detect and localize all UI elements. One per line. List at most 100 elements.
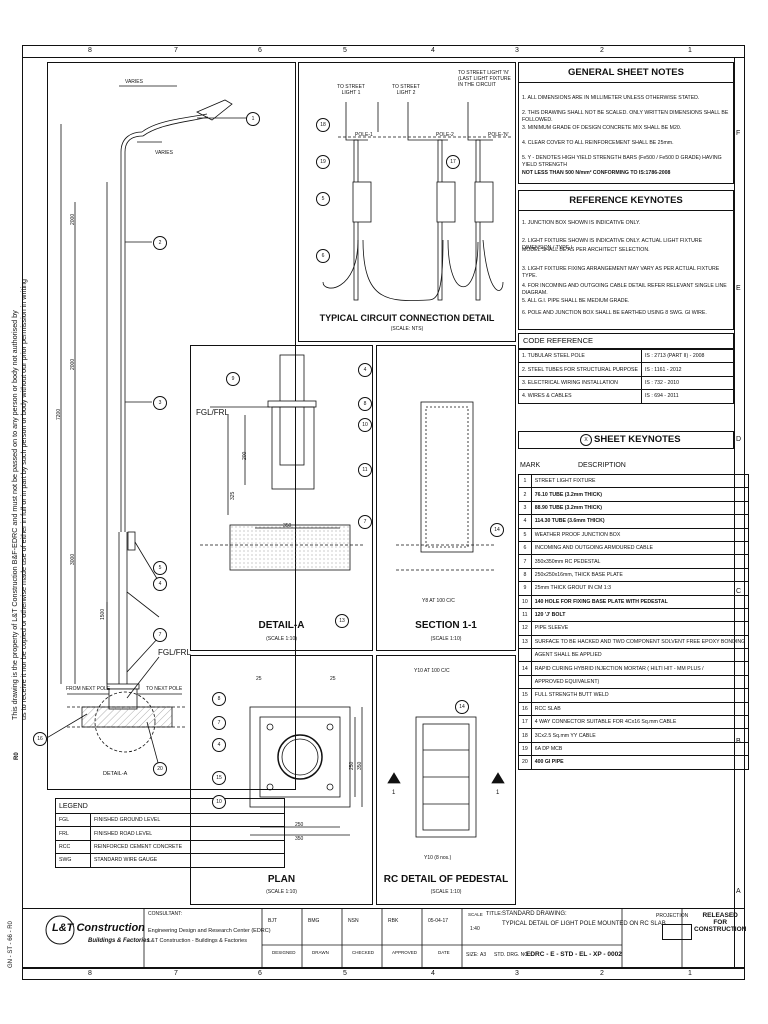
rc-mark-left: 1	[392, 790, 396, 796]
company-tagline: Buildings & Factories	[88, 938, 150, 944]
sheet-keynote-desc: 250x250x16mm, THICK BASE PLATE	[530, 567, 750, 583]
drawn-by: BMG	[308, 918, 320, 924]
to-next-pole: TO NEXT POLE	[146, 686, 183, 692]
sheet-keynote-desc: 120 'J' BOLT	[530, 607, 750, 623]
detail-a-panel	[190, 345, 373, 651]
elevation-varies-top: VARIES	[125, 79, 143, 85]
sheet-keynote-desc: 140 HOLE FOR FIXING BASE PLATE WITH PEDE…	[530, 594, 750, 609]
code-reference-cell: 4. WIRES & CABLES	[518, 389, 642, 404]
dim-d: 1500	[100, 608, 106, 620]
elevation-tag-3: 3	[153, 396, 167, 410]
sheet-keynote-desc: RAPID CURING HYBRID INJECTION MORTAR ( H…	[530, 661, 750, 676]
legend-cell: FRL	[55, 826, 91, 841]
drg-no-label: STD. DRG. NO.:	[494, 952, 531, 958]
title-block	[22, 908, 745, 968]
ruler-col-bottom-4: 4	[431, 970, 435, 977]
sheet-keynotes-marker-icon: X	[580, 434, 592, 446]
detail-a-tag-9: 9	[226, 372, 240, 386]
side-notice-line-2: us to receive it nor be copied or otherw…	[19, 278, 28, 720]
reference-note-2: 2. LIGHT FIXTURE SHOWN IS INDICATIVE ONL…	[522, 238, 703, 251]
legend-cell: STANDARD WIRE GAUGE	[89, 853, 286, 868]
elevation-fgl-label: FGL/FRL	[158, 648, 191, 657]
circuit-connection-drawing	[322, 102, 513, 301]
detail-a-dim-w: 350	[283, 523, 292, 529]
sheet-keynote-desc: STREET LIGHT FIXTURE	[530, 473, 750, 489]
ruler-col-3: 3	[515, 47, 519, 54]
elevation-varies-arm: VARIES	[155, 150, 173, 156]
side-code: GN - ST - 66 - R0	[8, 921, 14, 968]
reference-note-3: MODEL SHALL BE AS PER ARCHITECT SELECTIO…	[522, 247, 650, 253]
circuit-pole-n: POLE-'N'	[488, 132, 509, 138]
code-reference-cell: IS : 1161 - 2012	[640, 362, 735, 377]
code-reference-cell: 1. TUBULAR STEEL POLE	[518, 348, 642, 364]
dim-b: 2000	[70, 358, 76, 370]
circuit-title: TYPICAL CIRCUIT CONNECTION DETAIL	[319, 313, 495, 323]
ruler-row-D: D	[736, 436, 742, 443]
sheet-keynote-desc: 6A DP MCB	[530, 741, 750, 757]
detail-a-tag-11: 11	[358, 463, 372, 477]
section-bar-note: Y8 AT 100 C/C	[422, 598, 455, 604]
circuit-to-light-2: TO STREET LIGHT 2	[392, 84, 420, 96]
reference-note-1: 1. JUNCTION BOX SHOWN IS INDICATIVE ONLY…	[522, 220, 641, 226]
sheet-keynote-desc: FULL STRENGTH BUTT WELD	[530, 688, 750, 703]
detail-a-tag-8: 8	[358, 397, 372, 411]
sheet-keynote-mark: 4	[518, 514, 532, 529]
sheet-keynote-mark: 9	[518, 581, 532, 596]
section-1-1-drawing	[396, 401, 496, 571]
section-tag-14: 14	[490, 523, 504, 537]
sheet-keynote-mark: 19	[518, 741, 532, 757]
general-notes-title: GENERAL SHEET NOTES	[519, 63, 733, 83]
plan-dim-w: 250	[295, 822, 304, 828]
elevation-tag-2: 2	[153, 236, 167, 250]
bottom-ruler	[22, 968, 745, 981]
legend-cell: RCC	[55, 839, 91, 855]
title-line-1: STANDARD DRAWING:	[502, 911, 567, 917]
drg-no-value: EDRC - E - STD - EL - XP - 0002	[526, 951, 622, 958]
rc-mark-right: 1	[496, 790, 500, 796]
ruler-col-bottom-5: 5	[343, 970, 347, 977]
consultant-line-2: L&T Construction - Buildings & Factories	[148, 938, 247, 944]
sheet-keynote-mark: 10	[518, 594, 532, 609]
elevation-tag-7: 7	[153, 628, 167, 642]
general-note-2: 2. THIS DRAWING SHALL NOT BE SCALED. ONL…	[522, 110, 729, 123]
detail-a-tag-10: 10	[358, 418, 372, 432]
sheet-keynote-desc: AGENT SHALL BE APPLIED	[530, 648, 750, 663]
ruler-col-bottom-1: 1	[688, 970, 692, 977]
elevation-tag-5: 5	[153, 561, 167, 575]
plan-dim-top-1: 25	[256, 676, 262, 682]
circuit-scale: (SCALE: NTS)	[390, 326, 424, 332]
approved-by: RBK	[388, 918, 399, 924]
general-note-3: 3. MINIMUM GRADE OF DESIGN CONCRETE MIX …	[522, 125, 682, 131]
consultant-line-1: Engineering Design and Research Center (…	[148, 928, 271, 934]
section-title: SECTION 1-1	[415, 620, 477, 631]
rc-tag-14: 14	[455, 700, 469, 714]
ruler-row-F: F	[736, 130, 741, 137]
ruler-row-A: A	[736, 888, 741, 895]
reference-note-4: 3. LIGHT FIXTURE FIXING ARRANGEMENT MAY …	[522, 266, 720, 279]
reference-keynotes-title: REFERENCE KEYNOTES	[519, 191, 733, 211]
sheet-keynote-desc: INCOMING AND OUTGOING ARMOURED CABLE	[530, 540, 750, 556]
plan-tag-7: 7	[212, 716, 226, 730]
sheet-keynote-mark: 8	[518, 567, 532, 583]
ruler-col-bottom-8: 8	[88, 970, 92, 977]
date-label: DATE	[438, 950, 450, 955]
consultant-label: CONSULTANT:	[148, 911, 182, 917]
sheet-keynote-mark: 16	[518, 701, 532, 717]
sheet-keynote-mark: 3	[518, 500, 532, 516]
section-scale: (SCALE 1:10)	[430, 636, 462, 642]
detail-a-drawing	[200, 354, 365, 571]
plan-title: PLAN	[267, 874, 296, 885]
date-value: 05-04-17	[428, 918, 449, 924]
top-ruler	[22, 45, 745, 58]
detail-a-title: DETAIL-A	[258, 620, 305, 631]
plan-tag-10: 10	[212, 795, 226, 809]
